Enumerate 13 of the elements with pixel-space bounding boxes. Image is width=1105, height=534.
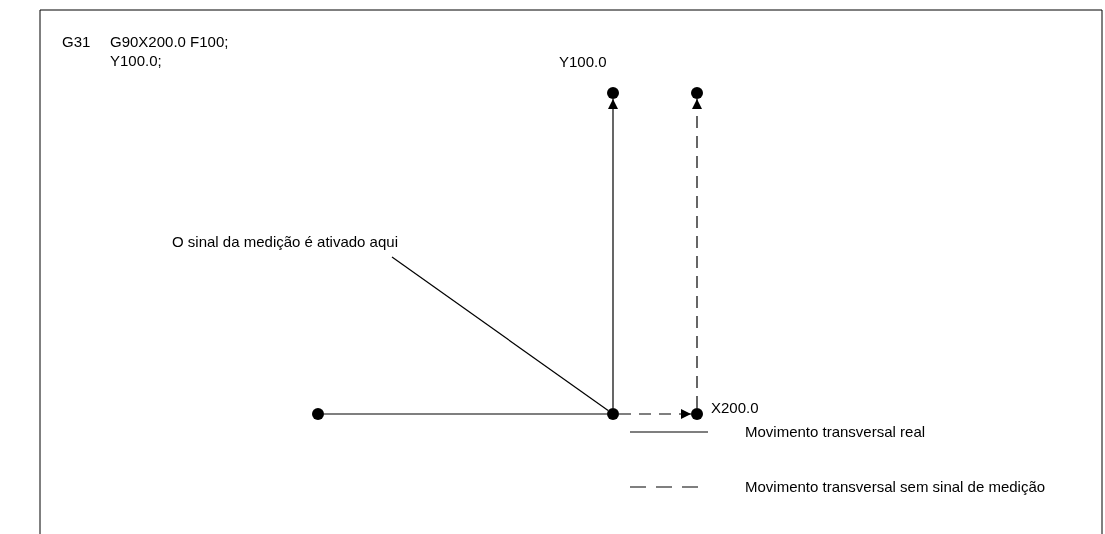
- code-line: G90X200.0 F100;: [110, 33, 229, 51]
- leader-line: [391, 256, 609, 412]
- arrow: [692, 98, 702, 409]
- command-code: G31: [62, 33, 91, 51]
- arrow: [608, 98, 618, 409]
- code-line: Y100.0;: [110, 52, 162, 70]
- legend-text: Movimento transversal real: [745, 423, 926, 441]
- callout-text: O sinal da medição é ativado aqui: [172, 233, 398, 251]
- arrow: [618, 409, 692, 419]
- path-line: [323, 413, 608, 415]
- legend-text: Movimento transversal sem sinal de medição: [745, 478, 1046, 496]
- coordinate-label: Y100.0: [559, 53, 607, 71]
- coordinate-label: X200.0: [711, 399, 759, 417]
